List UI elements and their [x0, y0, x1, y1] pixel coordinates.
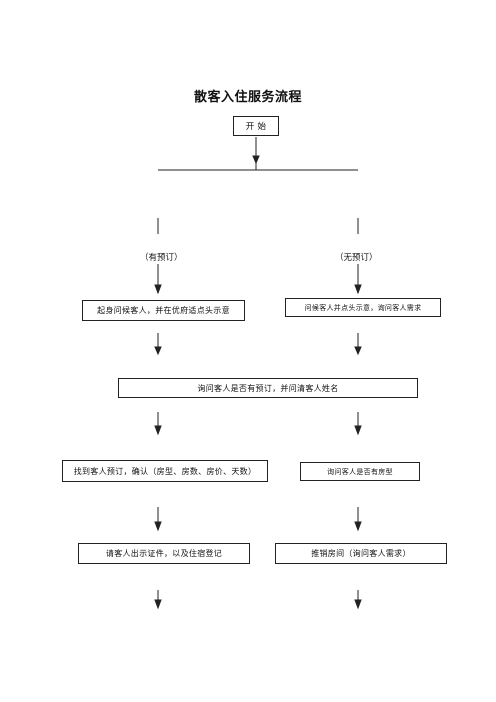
ask-reservation-node: 询问客人是否有预订，并问清客人姓名 — [118, 378, 418, 398]
start-node: 开 始 — [233, 116, 279, 136]
page-title: 散客入住服务流程 — [193, 90, 302, 105]
greet-unreserved-node: 问候客人并点头示意，询问客人需求 — [285, 298, 441, 317]
recommend-room-node: 推销房间（询问客人需求） — [275, 543, 447, 564]
confirm-reservation-node: 找到客人预订，确认（房型、房数、房价、天数） — [62, 460, 268, 482]
branch-label-reserved: （有预订） — [140, 253, 183, 263]
register-node: 请客人出示证件，以及住宿登记 — [78, 543, 250, 564]
branch-label-unreserved: （无预订） — [335, 253, 378, 263]
ask-room-type-node: 询问客人是否有房型 — [300, 462, 420, 481]
greet-guest-node: 起身问候客人，并在优府适点头示意 — [82, 300, 245, 321]
